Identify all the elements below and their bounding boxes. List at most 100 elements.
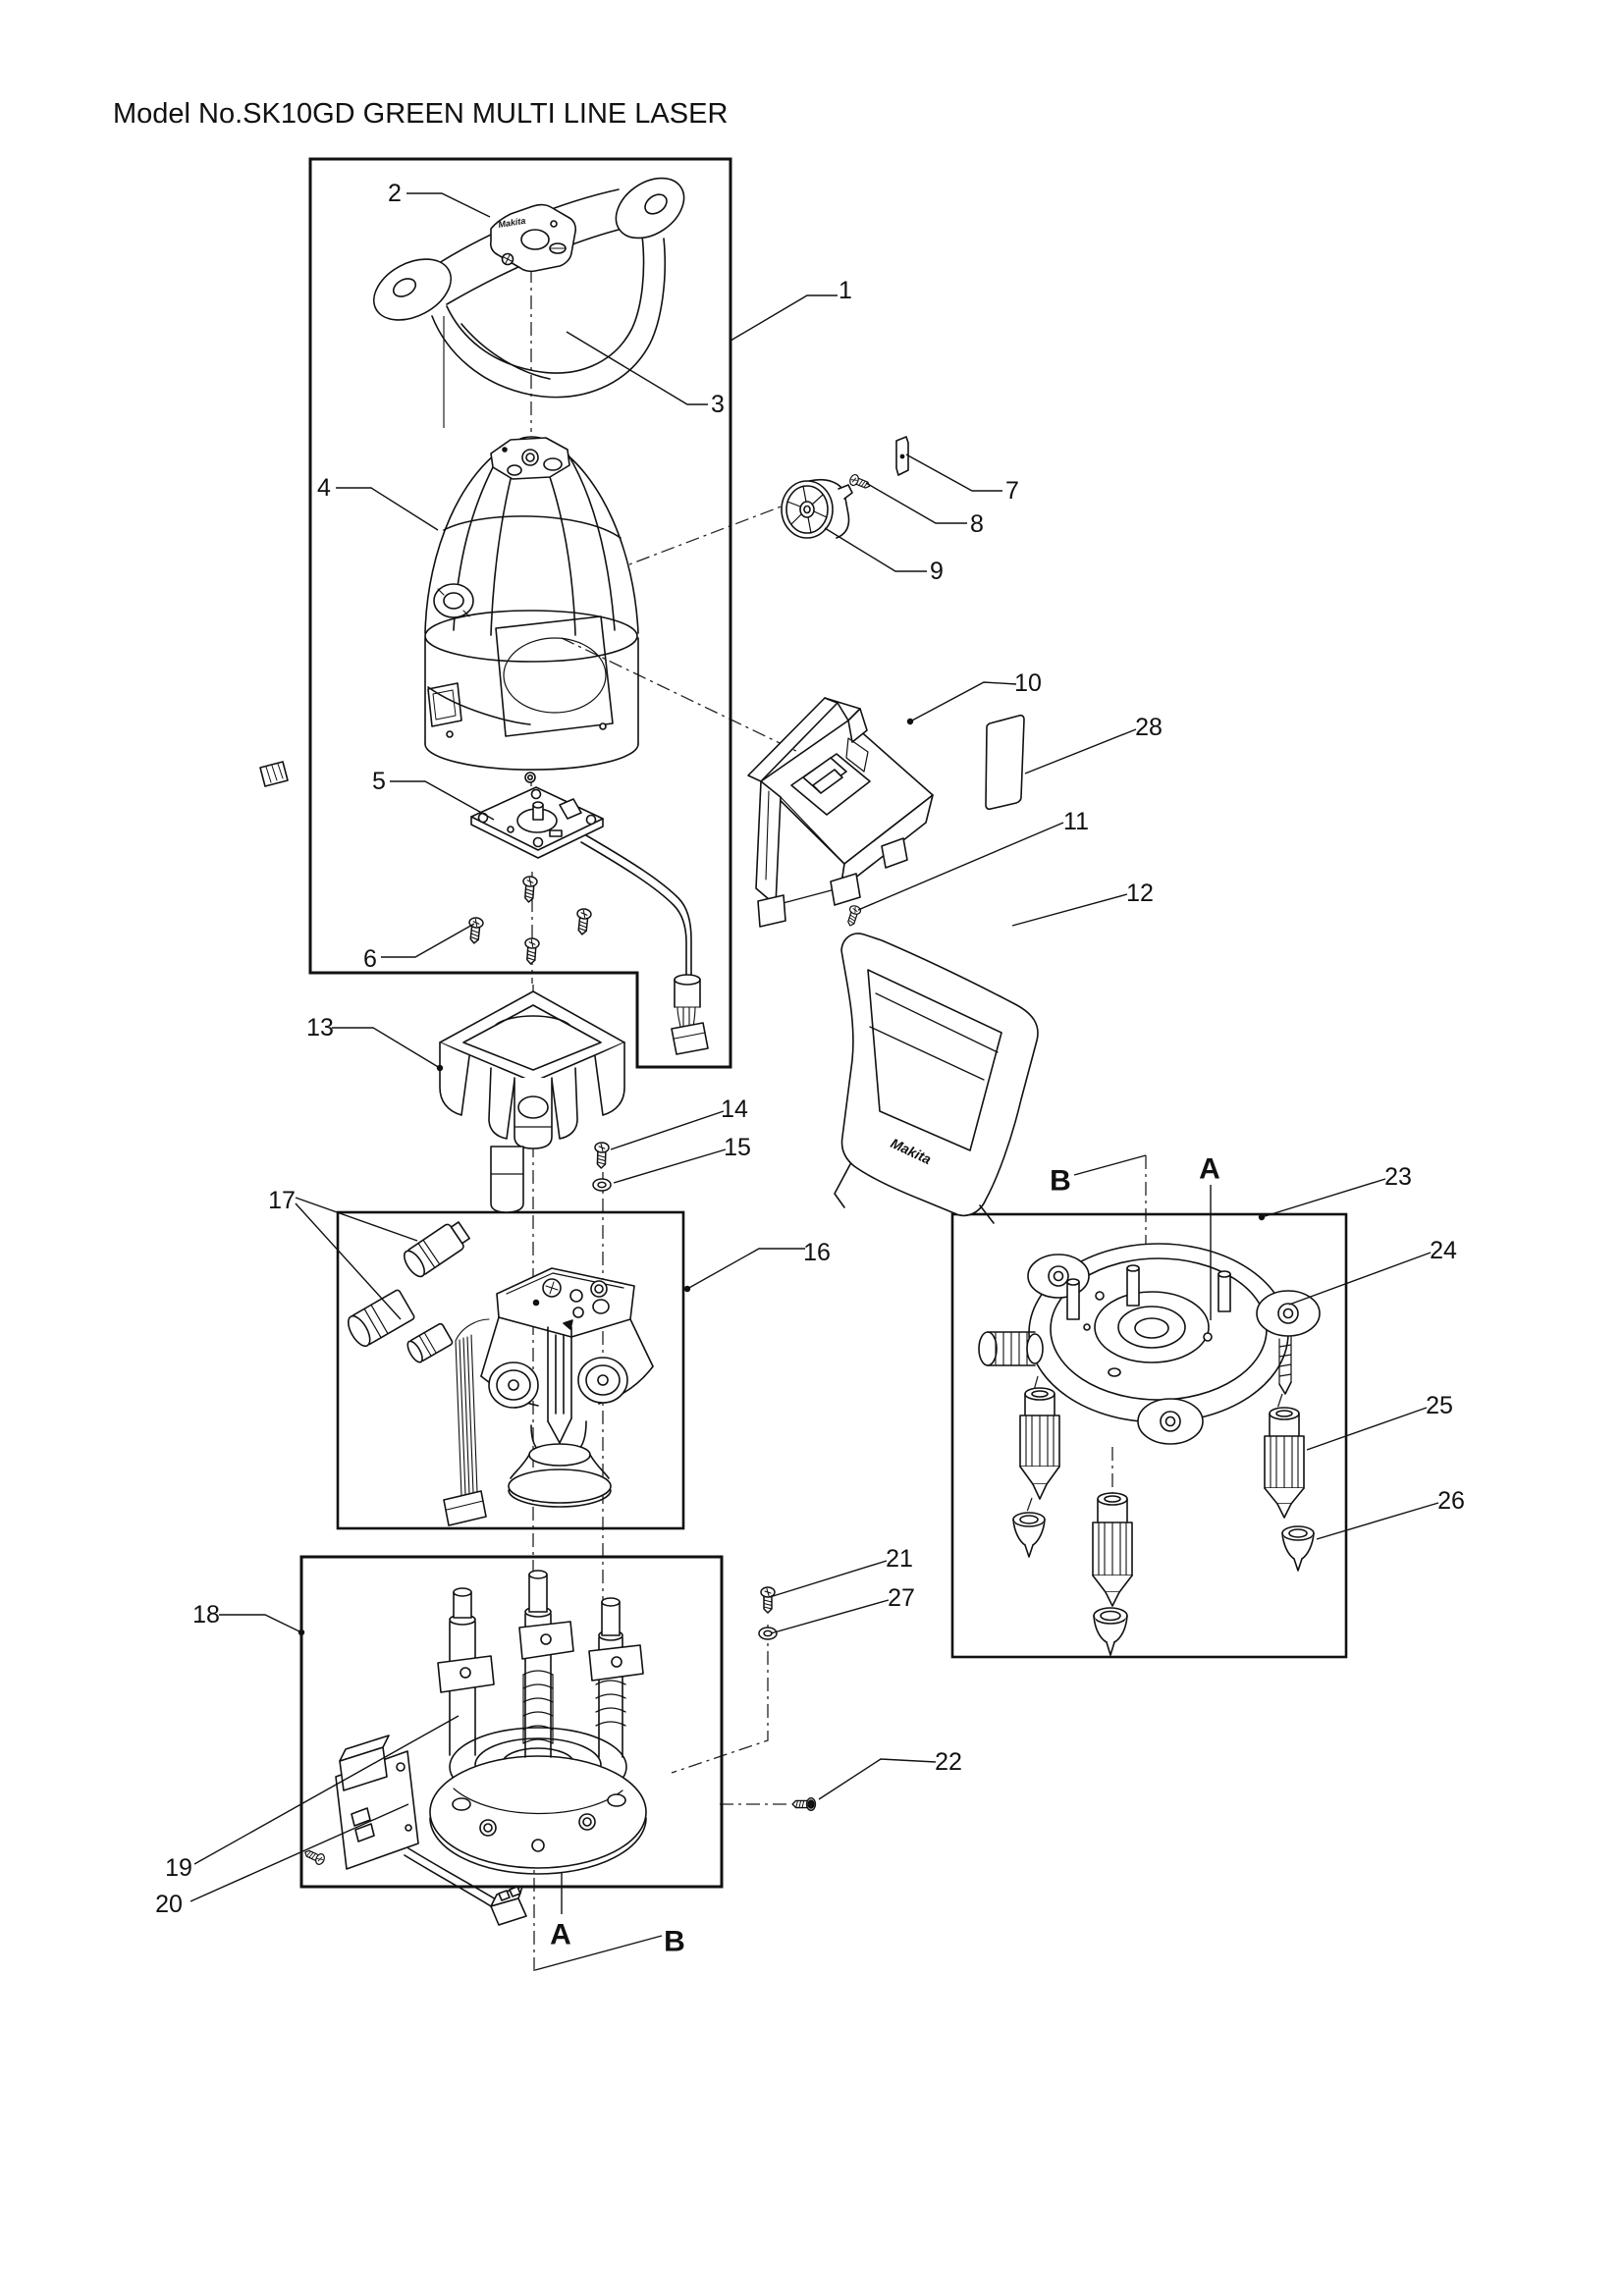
callout-label-B-29: B [1050, 1165, 1071, 1198]
callout-label-6-5: 6 [363, 945, 377, 973]
callout-leader-14-13 [610, 1110, 725, 1150]
callout-leader-8-7 [865, 482, 967, 524]
callout-dot-16-15 [683, 1285, 691, 1293]
part-laser-module [347, 1221, 654, 1526]
callout-leader-25-25 [1306, 1407, 1428, 1451]
callout-label-20-19: 20 [155, 1891, 183, 1918]
part-wheel [781, 478, 853, 539]
callout-label-14-13: 14 [721, 1095, 748, 1123]
callout-leader-1-0 [730, 294, 838, 342]
callout-leader-22-22 [818, 1758, 937, 1800]
callout-leader-5-4 [390, 780, 495, 821]
callout-leader-18-17 [219, 1614, 302, 1633]
callout-leader-4-3 [336, 487, 439, 531]
callout-label-28-27: 28 [1135, 714, 1163, 741]
callout-leader-20-19 [189, 1803, 409, 1902]
part-base-bracket [439, 990, 625, 1213]
part-screw-22 [791, 1796, 817, 1812]
part-screw-21 [760, 1586, 776, 1614]
callout-label-13-12: 13 [306, 1014, 334, 1041]
callout-dot-23-23 [1258, 1213, 1266, 1221]
callout-label-A-28: A [1199, 1153, 1220, 1186]
callout-label-8-7: 8 [970, 510, 984, 538]
part-screw-14 [593, 1141, 610, 1170]
callout-label-17-16: 17 [268, 1187, 296, 1214]
part-wire-harness [580, 834, 709, 1055]
part-sheet-sticker [985, 714, 1025, 811]
part-lens-cylinder-upper [404, 1221, 470, 1278]
callout-leader-7-6 [905, 454, 1002, 492]
callout-dot-10-9 [906, 718, 914, 725]
callout-label-5-4: 5 [372, 768, 386, 795]
part-pendulum-base [301, 1570, 647, 1926]
callout-label-3-2: 3 [711, 391, 725, 418]
callout-label-11-10: 11 [1063, 808, 1089, 835]
callout-leader-26-26 [1316, 1502, 1439, 1540]
part-guard-frame: Makita [834, 933, 1039, 1224]
callout-leader-24-24 [1288, 1252, 1432, 1306]
callout-label-16-15: 16 [803, 1239, 831, 1266]
part-washer-15 [592, 1178, 612, 1192]
callout-label-18-17: 18 [192, 1601, 220, 1629]
part-main-housing [424, 436, 639, 783]
callout-label-10-9: 10 [1014, 669, 1042, 697]
part-battery-holder [747, 697, 934, 928]
callout-leader-17-16 [295, 1197, 418, 1242]
callout-label-15-14: 15 [724, 1134, 751, 1161]
callout-leader-11-10 [857, 822, 1064, 911]
callout-label-24-24: 24 [1430, 1237, 1457, 1264]
callout-leader-12-11 [1011, 893, 1128, 927]
callout-leader-17-16 [295, 1202, 402, 1320]
callout-label-19-18: 19 [165, 1854, 192, 1882]
part-leveling-knobs [1019, 1387, 1305, 1607]
part-carry-handle [373, 177, 685, 399]
callout-leader-28-27 [1024, 728, 1137, 774]
part-damper-plate [895, 436, 909, 476]
part-lens-cylinder-lower [347, 1289, 454, 1363]
callout-label-21-20: 21 [886, 1545, 913, 1573]
callout-leader-6-5 [381, 923, 475, 958]
callout-label-A-30: A [550, 1919, 571, 1951]
callout-label-7-6: 7 [1005, 477, 1019, 505]
part-label-sticker [259, 761, 289, 787]
callout-leader-21-20 [769, 1560, 888, 1598]
callout-leader-16-15 [686, 1248, 805, 1290]
part-pcb-plate [470, 786, 604, 859]
callout-label-1-0: 1 [839, 277, 852, 304]
callout-leader-9-8 [824, 527, 927, 572]
callout-leader-19-18 [193, 1715, 460, 1865]
callout-leader-15-14 [613, 1148, 727, 1184]
callout-dot-18-17 [298, 1629, 305, 1636]
callout-label-9-8: 9 [930, 558, 944, 585]
part-screws-6 [466, 875, 593, 966]
page-title: Model No.SK10GD GREEN MULTI LINE LASER [113, 98, 729, 130]
badge-logo-text: Makita [498, 216, 526, 230]
callout-layer: 1234567891011121314151617181920212722232… [155, 180, 1465, 1971]
callout-leader-23-23 [1261, 1178, 1386, 1218]
part-screw-8 [847, 472, 873, 493]
callout-label-22-22: 22 [935, 1748, 962, 1776]
callout-leader-B-29 [1073, 1154, 1147, 1176]
callout-label-12-11: 12 [1126, 880, 1154, 907]
part-tribrach-base [978, 1243, 1321, 1445]
callout-label-B-31: B [664, 1926, 685, 1958]
callout-label-23-23: 23 [1384, 1163, 1412, 1191]
group-box-main-unit [308, 157, 732, 1069]
part-washer-27 [758, 1627, 778, 1640]
callout-label-26-26: 26 [1437, 1487, 1465, 1515]
group-boxes [299, 157, 1348, 1889]
callout-leader-3-2 [566, 331, 708, 405]
callout-dot-13-12 [436, 1064, 444, 1072]
callout-label-2-1: 2 [388, 180, 402, 207]
callout-leader-2-1 [406, 192, 491, 218]
callout-leader-B-31 [534, 1935, 663, 1971]
callout-label-25-25: 25 [1426, 1392, 1453, 1419]
callout-label-4-3: 4 [317, 474, 331, 502]
callout-leader-10-9 [909, 681, 1017, 722]
callout-leader-13-12 [332, 1027, 441, 1069]
callout-label-27-21: 27 [888, 1584, 915, 1612]
part-name-plate: Makita [489, 203, 577, 273]
part-screw-11 [843, 903, 863, 929]
